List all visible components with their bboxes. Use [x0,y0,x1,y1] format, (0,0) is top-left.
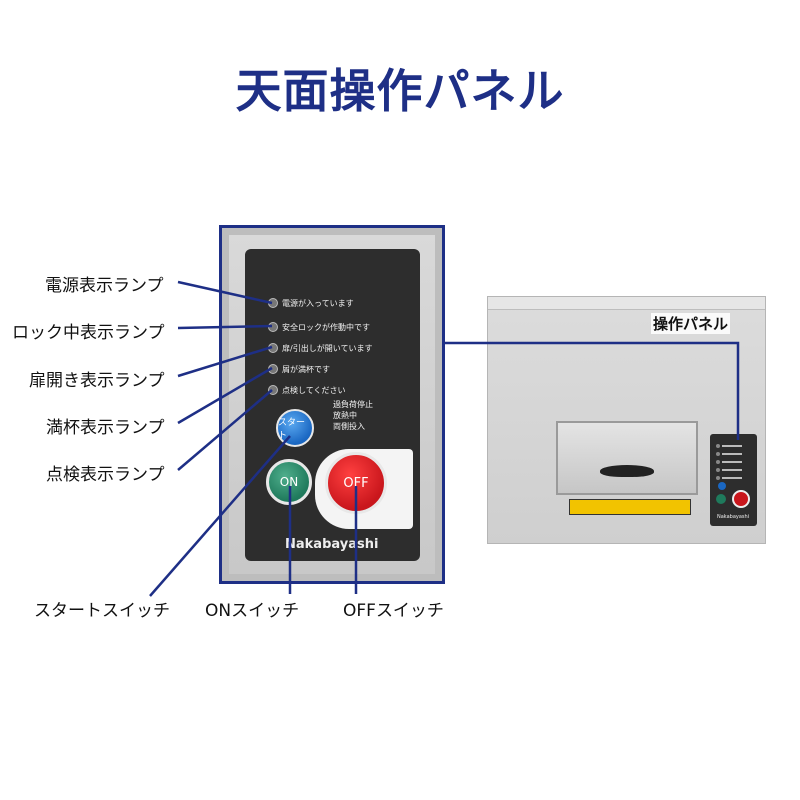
machine-panel-label: 操作パネル [651,313,731,334]
mini-start-button [718,482,726,490]
inspect-lamp-text: 点検してください [282,386,346,395]
callout-full-lamp: 満杯表示ランプ [46,418,165,438]
power-lamp-text: 電源が入っています [282,299,354,308]
inspect-lamp [268,385,278,395]
mini-brand-logo: Nakabayashi [717,514,750,520]
callout-door-lamp: 扉開き表示ランプ [29,371,165,391]
callout-off-switch: OFFスイッチ [343,601,444,621]
shredder-machine: 操作パネル Nakabayashi [487,296,766,544]
door-lamp-text: 扉/引出しが開いています [282,344,373,353]
mini-lamp-text [722,453,742,455]
mini-lamp-text [722,445,742,447]
mini-lamp [716,444,720,448]
full-lamp-text: 屑が満杯です [282,365,330,374]
mini-lamp-text [722,469,742,471]
callout-on-switch: ONスイッチ [205,601,300,621]
mini-off-button [732,490,750,508]
mini-lamp-text [722,477,742,479]
door-handle [600,465,654,477]
callout-lock-lamp: ロック中表示ランプ [12,323,165,343]
start-button[interactable]: スタート [276,409,314,447]
machine-door [556,421,698,495]
inspect-reason-cooling: 放熱中 [333,411,357,420]
warning-sticker [569,499,691,515]
control-panel: 電源が入っています 安全ロックが作動中です 扉/引出しが開いています 屑が満杯で… [245,249,420,561]
leader-line-door [177,345,273,378]
mini-on-button [716,494,726,504]
callout-start-switch: スタートスイッチ [34,601,170,621]
callout-power-lamp: 電源表示ランプ [45,276,164,296]
mini-lamp-text [722,461,742,463]
mini-control-panel: Nakabayashi [710,434,757,526]
inspect-reason-overload: 過負荷停止 [333,400,373,409]
leader-line-full [177,366,273,425]
inspect-reason-double-feed: 両側投入 [333,422,365,431]
mini-lamp [716,476,720,480]
connector-line [445,341,740,440]
leader-line-inspect [177,389,273,471]
machine-top-edge [488,297,765,310]
leader-line-power [177,280,273,305]
mini-lamp [716,468,720,472]
page-title: 天面操作パネル [235,64,565,118]
lock-lamp-text: 安全ロックが作動中です [282,323,370,332]
mini-lamp [716,452,720,456]
leader-line-lock [177,324,273,330]
mini-lamp [716,460,720,464]
callout-inspect-lamp: 点検表示ランプ [46,465,165,485]
leader-line-start [149,435,291,597]
